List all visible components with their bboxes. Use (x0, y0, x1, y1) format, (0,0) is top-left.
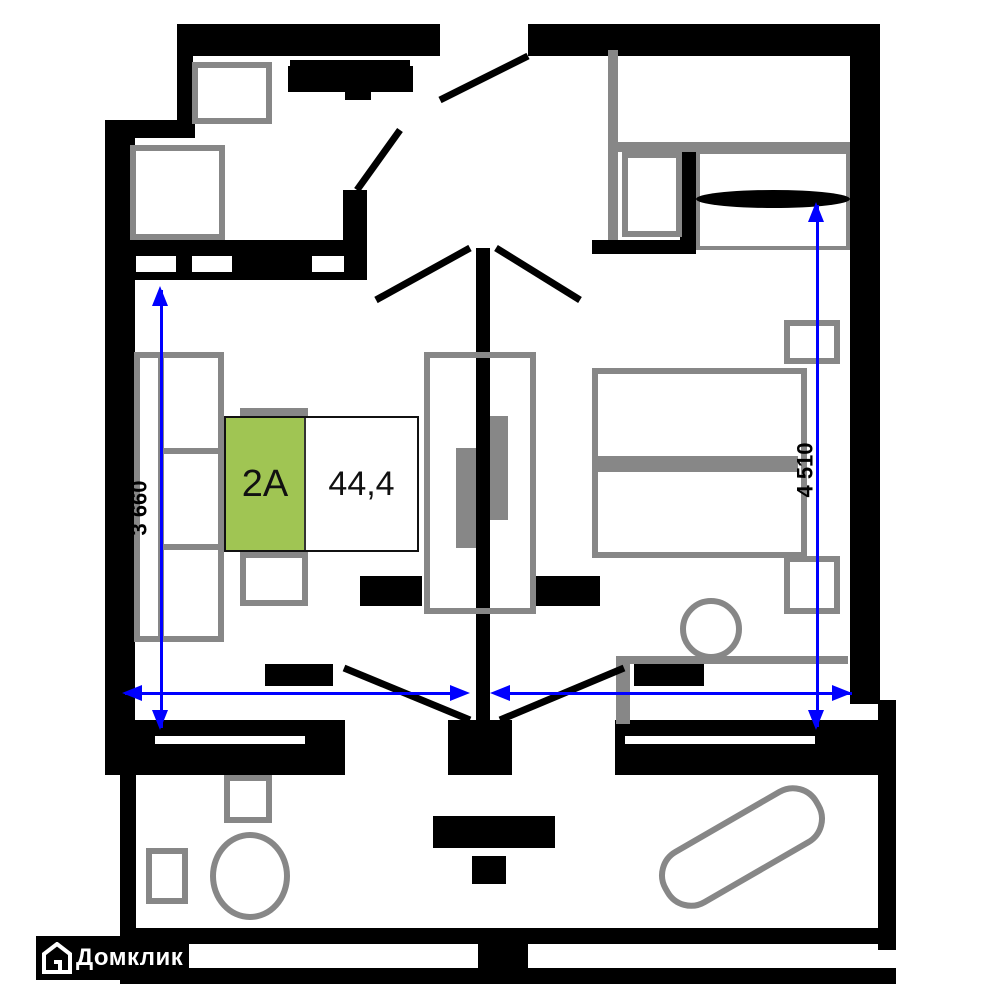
wall-left-top-step (105, 120, 195, 138)
window-bath-3 (312, 256, 344, 272)
redacted-label-bottom-left (265, 664, 333, 686)
wall-right-balcony (878, 700, 896, 950)
sofa-icon (134, 352, 224, 642)
dimension-label-right: 4 510 (792, 442, 818, 498)
window-bath (136, 256, 176, 272)
redacted-label-bath (288, 66, 413, 92)
apartment-label: 2A 44,4 (224, 416, 419, 552)
wall-balcony-mid-post (478, 940, 528, 980)
bathtub-icon (192, 62, 272, 124)
tv-icon-right (490, 416, 508, 520)
house-logo-icon (42, 942, 72, 974)
dimension-label-left: 3 660 (126, 480, 152, 536)
window-bottom-right (625, 736, 815, 744)
apartment-type-badge: 2A (226, 418, 306, 550)
balcony-chair-icon (224, 775, 272, 823)
sofa-cushion-divider-1 (164, 448, 224, 454)
window-bottom-left (155, 736, 305, 744)
bed-icon (592, 368, 807, 558)
dimension-line-bottom-left (125, 692, 465, 695)
redacted-label-center-left (360, 576, 422, 606)
wall-bath-partition (343, 190, 367, 280)
armchair-top-icon (240, 408, 308, 418)
wall-kitchen-bottom (592, 240, 696, 254)
nightstand-top-icon (784, 320, 840, 364)
wall-bottom-right (615, 720, 895, 775)
wall-top-left (177, 24, 440, 56)
washing-machine-icon (130, 145, 225, 240)
wall-bottom-center (448, 720, 512, 775)
window-balcony-left (208, 944, 468, 968)
window-bath-2 (192, 256, 232, 272)
apartment-area: 44,4 (328, 464, 395, 503)
fridge-icon (622, 152, 682, 237)
kitchen-counter-icon (608, 142, 850, 152)
washing-machine-drum-icon (146, 160, 208, 222)
sofa-cushion-divider-2 (164, 544, 224, 550)
balcony-stool-icon (146, 848, 188, 904)
wall-bottom-left (105, 720, 345, 775)
dimension-line-right (816, 205, 819, 727)
redacted-label-bottom-right (634, 664, 704, 686)
dimension-line-left (160, 290, 163, 728)
desk-icon (616, 656, 848, 664)
bed-pillow-divider (598, 456, 798, 472)
wall-top-right (528, 24, 880, 56)
wall-balcony-bottom (120, 928, 896, 944)
tv-icon (456, 448, 476, 548)
balcony-table-icon (210, 832, 290, 920)
kitchen-window-sill (696, 190, 850, 208)
wall-kitchen-partition (680, 145, 696, 250)
redacted-label-center-right (536, 576, 600, 606)
wall-left-bath (177, 24, 193, 124)
dimension-line-bottom-right (496, 692, 852, 695)
redacted-label-balcony-area (472, 856, 506, 884)
wall-right-outer (850, 24, 880, 704)
armchair-bottom-icon (240, 552, 308, 606)
nightstand-bottom-icon (784, 556, 840, 614)
domclick-logo: Домклик (36, 936, 190, 980)
window-balcony-right (530, 944, 850, 968)
redacted-label-balcony-name (433, 816, 555, 848)
logo-text: Домклик (76, 944, 184, 971)
wall-balcony-left (120, 770, 136, 950)
tv-cabinet-icon (424, 352, 536, 614)
